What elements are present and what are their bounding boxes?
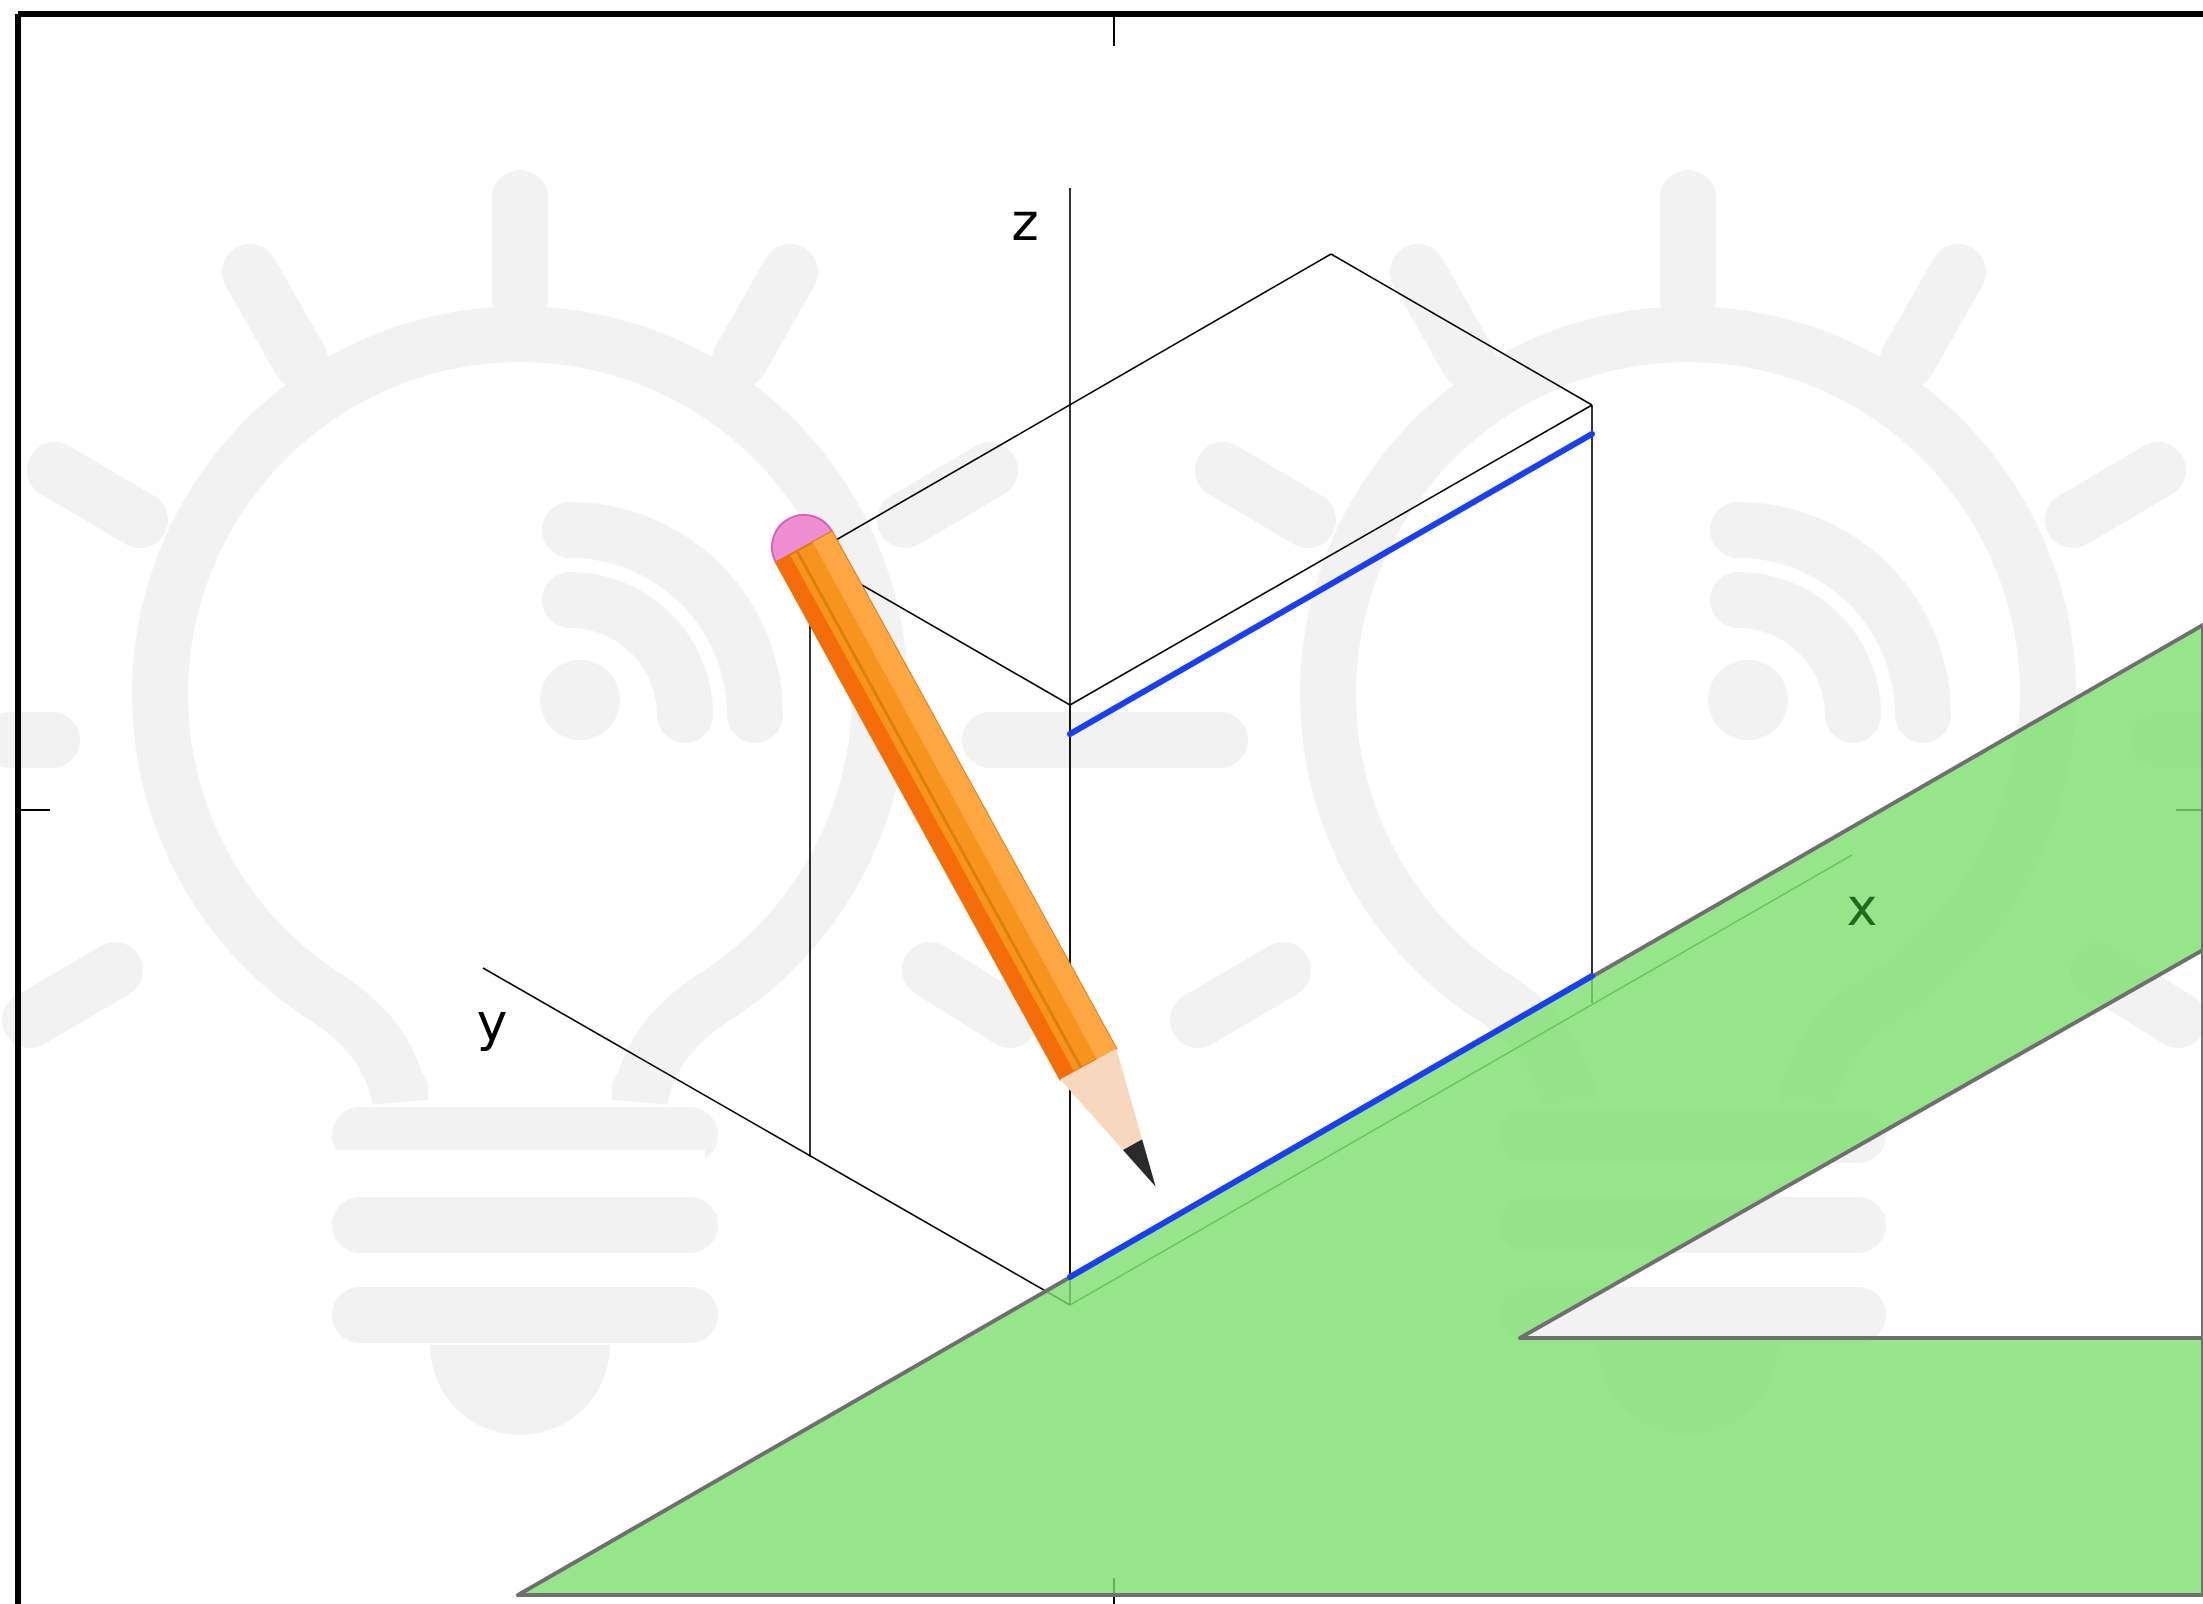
y-axis-label: y [477, 993, 508, 1053]
light-bulb-icon [335, 660, 705, 1435]
pencil-icon [771, 514, 1156, 1187]
light-bulb-icon [0, 170, 1248, 1343]
highlighted-edges [1067, 431, 1595, 1280]
z-axis-label: z [1011, 193, 1038, 253]
highlighted-top-edge [1067, 431, 1595, 737]
x-axis-label: x [1847, 878, 1878, 938]
highlighted-bottom-edge [1067, 973, 1595, 1280]
y-axis [482, 967, 1071, 1306]
